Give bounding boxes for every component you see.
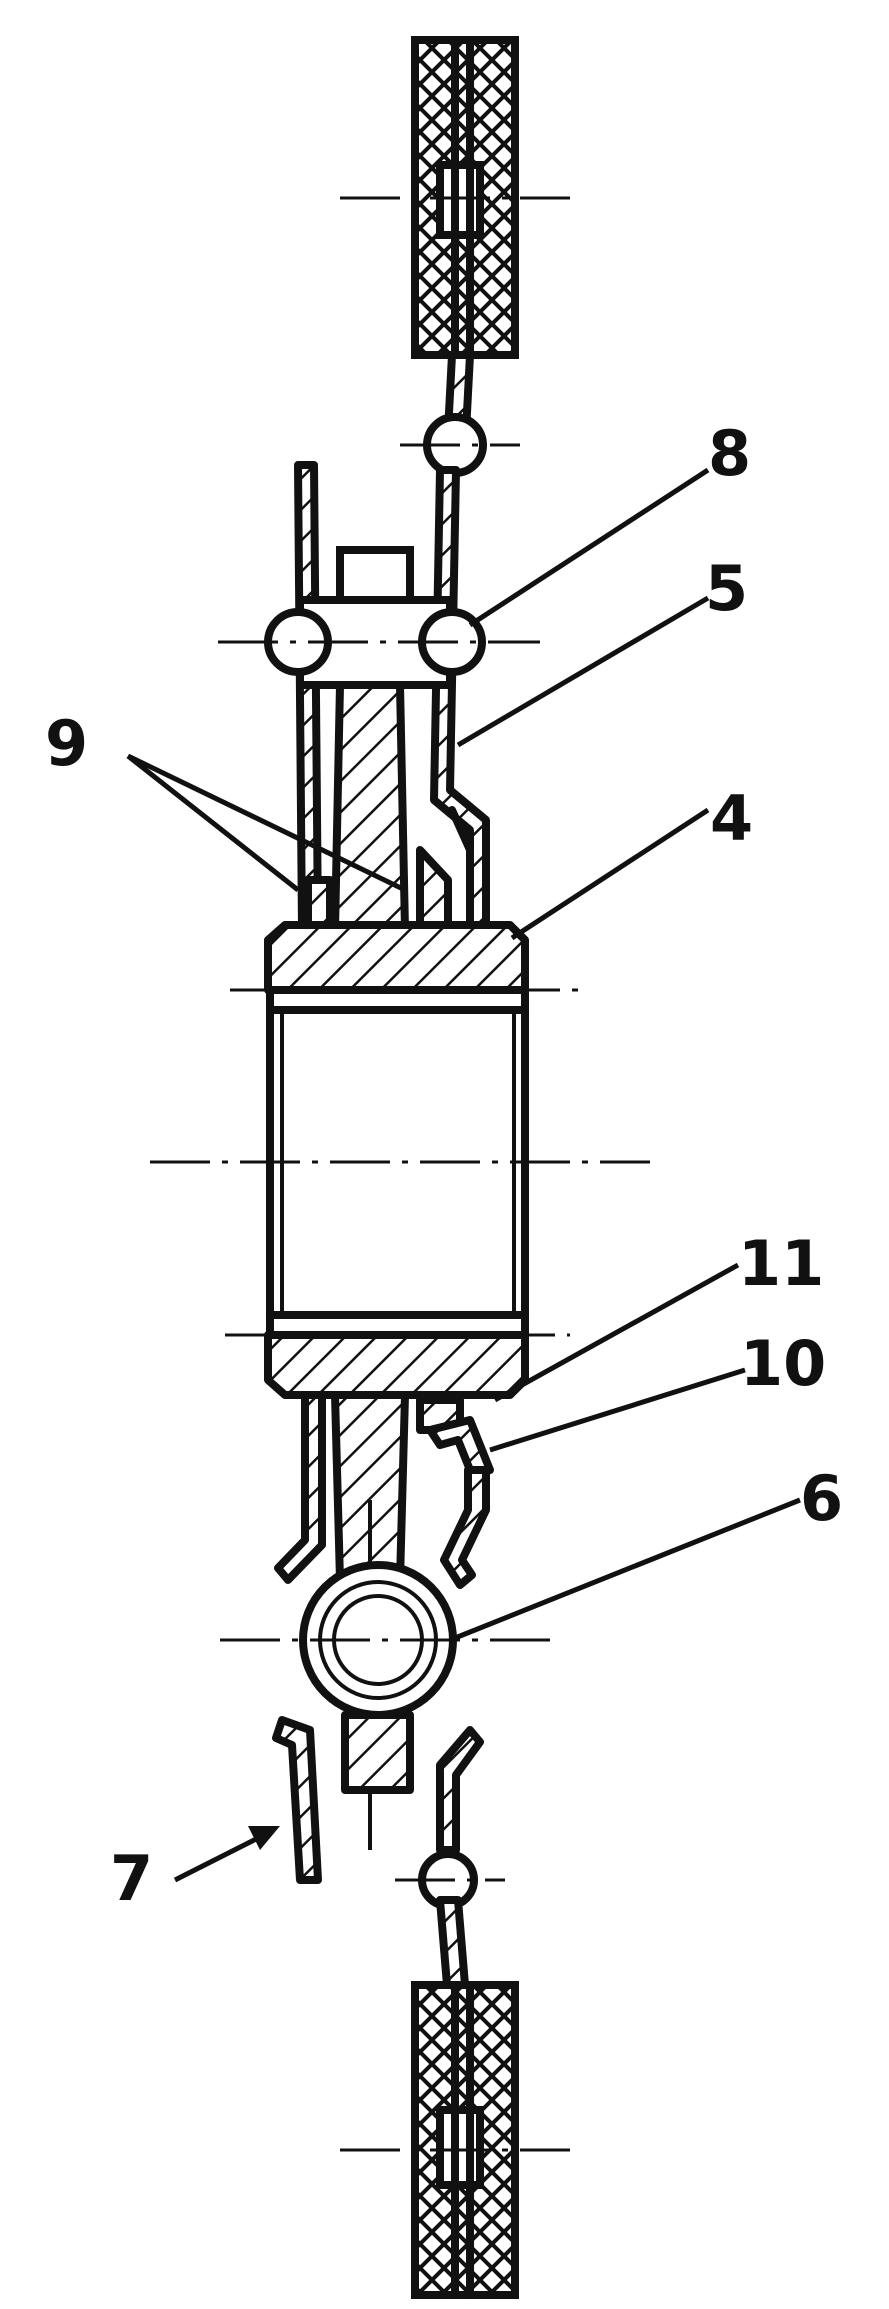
label-4: 4 [710, 782, 753, 855]
leader-lines [126, 467, 801, 1883]
bottom-friction-pad [340, 1981, 570, 2299]
ball-joint [220, 1561, 560, 1719]
left-lower-plate [274, 1391, 326, 1584]
label-10: 10 [740, 1327, 826, 1400]
label-11: 11 [738, 1227, 824, 1300]
upper-rivet [400, 413, 520, 477]
lower-plate-7 [272, 1716, 484, 1884]
label-6: 6 [800, 1462, 843, 1535]
upper-pin [218, 546, 540, 689]
lower-rod [436, 1896, 469, 1989]
lower-shank [341, 1711, 414, 1794]
right-lower-plate [440, 1466, 490, 1589]
upper-connecting-rod [331, 681, 409, 934]
label-5: 5 [705, 552, 748, 625]
label-8: 8 [708, 417, 751, 490]
seal-elements-10-11 [416, 1396, 494, 1479]
left-upper-plate [294, 461, 322, 934]
top-friction-pad [340, 36, 570, 359]
seal-elements-9 [304, 806, 474, 934]
hub-housing [150, 921, 650, 1399]
label-7: 7 [110, 1842, 153, 1915]
label-9: 9 [45, 707, 88, 780]
right-upper-plate [430, 466, 490, 934]
